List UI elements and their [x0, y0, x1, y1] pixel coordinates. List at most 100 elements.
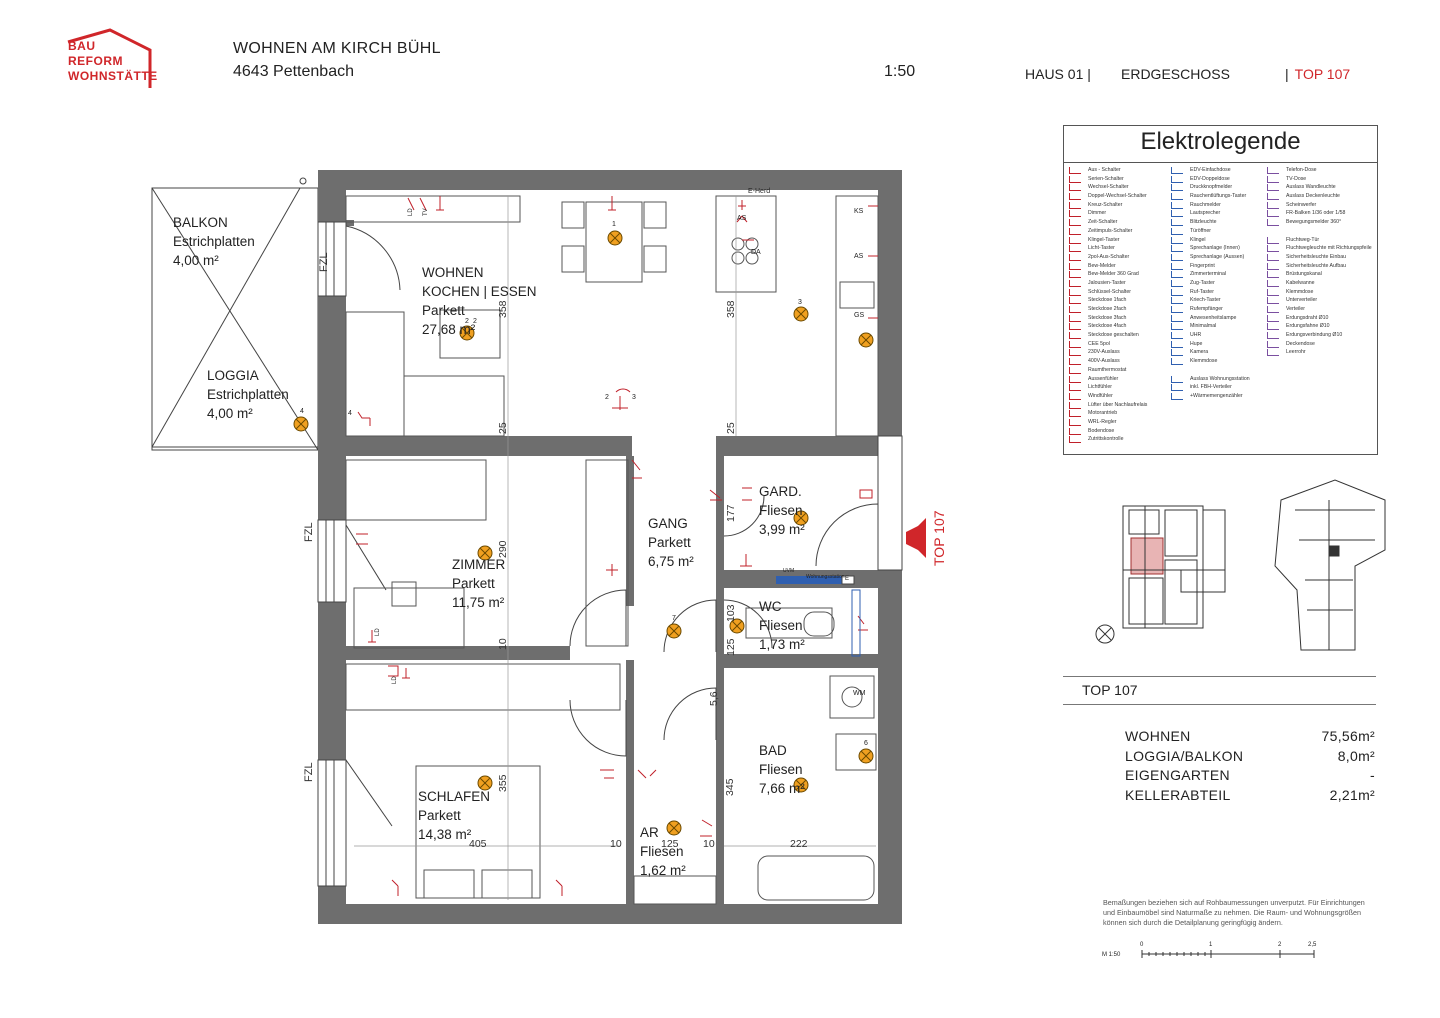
legend-item: Dimmer [1064, 209, 1147, 218]
room-schlafen-floor: Parkett [418, 808, 461, 823]
key-plan-right [1274, 479, 1386, 651]
legend-label: WRL-Regler [1088, 418, 1117, 425]
light-loggia-icon [293, 416, 309, 432]
room-loggia-area: 4,00 m² [207, 406, 253, 421]
legend-label: Unterverteiler [1286, 297, 1318, 304]
plan-scale: 1:50 [884, 63, 916, 80]
legend-label: Lautsprecher [1190, 210, 1221, 217]
area-value: 75,56m² [1321, 728, 1375, 744]
legend-item: Fluchtweg-Tür [1262, 236, 1372, 245]
legend-symbol-icon [1171, 332, 1183, 340]
legend-item: Auslass Wandleuchte [1262, 183, 1372, 192]
area-label: LOGGIA/BALKON [1125, 748, 1244, 764]
legend-label: Sicherheitsleuchte Aufbau [1286, 262, 1346, 269]
legend-label: Kamera [1190, 349, 1209, 356]
legend-item: Kamera [1166, 348, 1250, 357]
legend-item: Aus - Schalter [1064, 166, 1147, 175]
ceiling-lights [293, 230, 874, 836]
dim-125: 125 [661, 838, 679, 850]
legend-item: Klemmdose [1166, 357, 1250, 366]
building-label: HAUS 01 | [1025, 66, 1091, 82]
room-wc: WC Fliesen 1,73 m² [759, 597, 805, 654]
room-gang: GANG Parkett 6,75 m² [648, 514, 694, 571]
legend-symbol-icon [1267, 288, 1279, 296]
dim-290: 290 [497, 540, 509, 558]
room-gard-area: 3,99 m² [759, 522, 805, 537]
legend-label: Blitzleuchte [1190, 219, 1217, 226]
legend-symbol-icon [1171, 227, 1183, 235]
legend-symbol-icon [1267, 201, 1279, 209]
legend-item [1166, 366, 1250, 375]
legend-label: Anwesenheitslampe [1190, 314, 1237, 321]
legend-symbol-icon [1069, 366, 1081, 374]
legend-symbol-icon [1069, 410, 1081, 418]
legend-item: Lichtfühler [1064, 383, 1147, 392]
light-bad-icon [793, 777, 809, 793]
legend-label: Hupe [1190, 340, 1203, 347]
legend-label: Rauchmelder [1190, 201, 1221, 208]
legend-label: Druckknopfmelder [1190, 184, 1233, 191]
legend-item: Zeitimpuls-Schalter [1064, 227, 1147, 236]
legend-symbol-icon [1171, 384, 1183, 392]
legend-item: Verteiler [1262, 305, 1372, 314]
area-value: 8,0m² [1337, 748, 1375, 764]
legend-item: Zutrittskontrolle [1064, 435, 1147, 444]
legend-label: Rauchentlüftungs-Taster [1190, 193, 1247, 200]
light-num-10: 6 [864, 740, 868, 747]
legend-label: Klingel [1190, 236, 1206, 243]
legend-label: Wechsel-Schalter [1088, 184, 1129, 191]
scale-bar: M 1:50 0 1 2 2,5 [1100, 940, 1320, 970]
legend-item: Kriech-Taster [1166, 296, 1250, 305]
light-num-8: 2 [473, 318, 477, 325]
legend-item: 230V-Auslass [1064, 348, 1147, 357]
apartment-station [776, 575, 861, 657]
legend-symbol-icon [1171, 184, 1183, 192]
scale-tick-3: 2,5 [1308, 942, 1317, 948]
logo-line-1: BAU [68, 40, 96, 53]
equip-as-1: AS [737, 215, 747, 222]
room-loggia-floor: Estrichplatten [207, 387, 289, 402]
legend-item: inkl. FBH-Verteiler [1166, 383, 1250, 392]
legend-symbol-icon [1069, 340, 1081, 348]
legend-symbol-icon [1069, 401, 1081, 409]
legend-label: Fluchtwegleuchte mit Richtungspfeile [1286, 245, 1372, 252]
legend-label: TV-Dose [1286, 175, 1307, 182]
fzl-label-1: FZL [318, 252, 330, 272]
room-wc-area: 1,73 m² [759, 637, 805, 652]
legend-item: Steckdose 2fach [1064, 305, 1147, 314]
room-ar-area: 1,62 m² [640, 863, 686, 878]
area-label: EIGENGARTEN [1125, 767, 1230, 783]
equip-wm: WM [853, 690, 866, 697]
legend-label: Motorantrieb [1088, 410, 1118, 417]
legend-symbol-icon [1267, 340, 1279, 348]
legend-symbol-icon [1171, 392, 1183, 400]
room-loggia-name: LOGGIA [207, 368, 259, 383]
legend-symbol-icon [1069, 227, 1081, 235]
legend-label: Leerrohr [1286, 349, 1306, 356]
legend-symbol-icon [1069, 392, 1081, 400]
legend-item: Auslass Deckenleuchte [1262, 192, 1372, 201]
area-label: WOHNEN [1125, 728, 1191, 744]
legend-symbol-icon [1069, 375, 1081, 383]
light-num-2: 2 [465, 318, 469, 325]
legend-item: Fingerprint [1166, 262, 1250, 271]
legend-label: Sprechanlage (Innen) [1190, 245, 1240, 252]
door-swings [345, 225, 879, 827]
legend-symbol-icon [1171, 367, 1182, 373]
light-kochen-icon [459, 325, 475, 341]
room-bad-floor: Fliesen [759, 762, 803, 777]
room-gang-name: GANG [648, 516, 688, 531]
legend-symbol-icon [1171, 236, 1183, 244]
legend-symbol-icon [1069, 279, 1081, 287]
room-wc-name: WC [759, 599, 782, 614]
light-zimmer-icon [477, 545, 493, 561]
legend-label: FR-Balken 1/36 oder 1/58 [1286, 210, 1346, 217]
legend-symbol-icon [1171, 375, 1183, 383]
legend-symbol-icon [1171, 253, 1183, 261]
legend-label: EDV-Doppeldose [1190, 175, 1230, 182]
company-logo: BAU REFORM WOHNSTÄTTE [64, 28, 157, 90]
room-balkon-floor: Estrichplatten [173, 234, 255, 249]
legend-item: Sicherheitsleuchte Einbau [1262, 253, 1372, 262]
legend-label: Fluchtweg-Tür [1286, 236, 1320, 243]
